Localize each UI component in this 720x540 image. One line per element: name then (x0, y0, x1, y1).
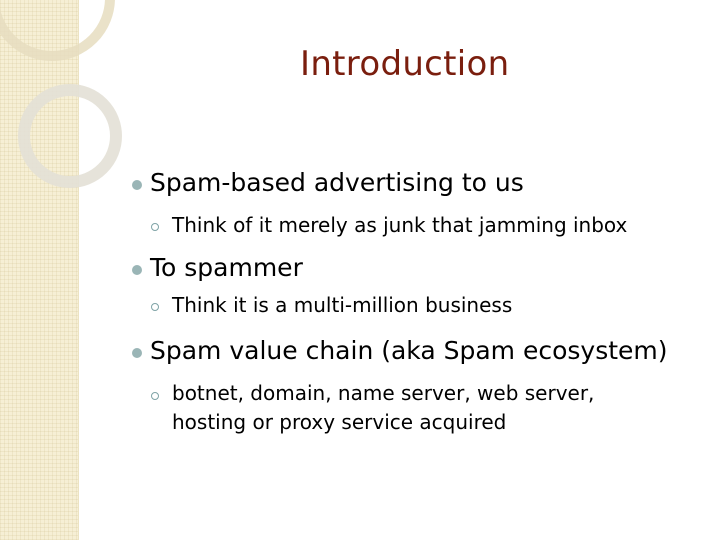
bullet-1-sub-1-text: Think of it merely as junk that jamming … (172, 213, 628, 237)
bullet-2-sub-1-marker (151, 303, 159, 311)
bullet-3-sub-1-marker (151, 392, 159, 400)
slide-title: Introduction (300, 44, 510, 84)
bullet-3-sub-1-text-line-2: hosting or proxy service acquired (172, 410, 507, 434)
bullet-2-text: To spammer (150, 253, 303, 282)
decorative-circles (0, 0, 122, 188)
bullet-3-sub-1-text-line-1: botnet, domain, name server, web server, (172, 381, 595, 405)
bullet-3-marker (132, 348, 142, 358)
bullet-2-sub-1-text: Think it is a multi-million business (172, 293, 513, 317)
bullet-1-sub-1-marker (151, 223, 159, 231)
bullet-1-marker (132, 180, 142, 190)
bullet-3-text: Spam value chain (aka Spam ecosystem) (150, 336, 668, 365)
bullet-2-marker (132, 265, 142, 275)
bullet-1-text: Spam-based advertising to us (150, 168, 524, 197)
